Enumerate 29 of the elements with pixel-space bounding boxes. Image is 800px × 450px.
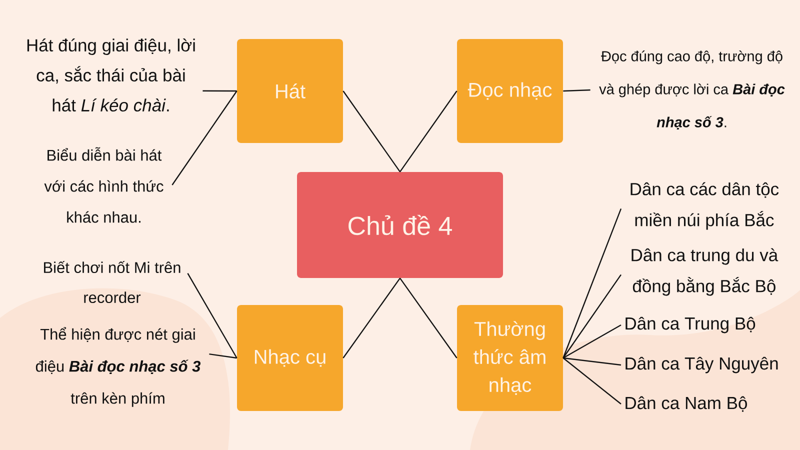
leader-line [563, 89, 590, 92]
connector-line [342, 278, 400, 358]
branch-box: Hát [237, 39, 343, 143]
branch-box: Nhạc cụ [237, 305, 343, 411]
leader-line [562, 208, 622, 358]
note-text: Dân ca Trung Bộ [626, 316, 756, 334]
leader-line [187, 272, 238, 358]
note-text: Dân ca trung du và đồng bằng Bắc Bộ [632, 248, 778, 296]
branch-box: Thường thức âm nhạc [457, 305, 563, 411]
note-text: Biểu diễn bài hát với các hình thức khác nhau. [44, 147, 164, 223]
note-text: Đọc đúng cao độ, trường độ và ghép được lời ca Bài đọc nhạc số 3. [599, 50, 785, 130]
connector-line [400, 278, 458, 358]
leader-line [563, 357, 622, 366]
note-text: Biết chơi nốt Mi trên recorder [44, 260, 180, 304]
note-text: Dân ca Tây Nguyên [626, 356, 778, 374]
topic-box: Chủ đề 4 [297, 172, 503, 278]
branch-box: Đọc nhạc [457, 39, 563, 143]
note-text: Hát đúng giai điệu, lời ca, sắc thái của bài hát Lí kéo chài. [27, 38, 195, 112]
note-text: Dân ca các dân tộc miền núi phía Bắc [630, 182, 779, 230]
leader-line [562, 358, 622, 404]
note-text: Thể hiện được nét giai điệu Bài đọc nhạc số 3 trên kèn phím [36, 327, 201, 407]
leader-line [562, 324, 622, 359]
connector-line [342, 90, 400, 172]
leader-line [172, 90, 238, 186]
note-text: Dân ca Nam Bộ [626, 396, 747, 412]
leader-line [562, 274, 622, 358]
connector-line [400, 90, 458, 172]
leader-line [209, 354, 237, 359]
leader-line [202, 90, 237, 92]
